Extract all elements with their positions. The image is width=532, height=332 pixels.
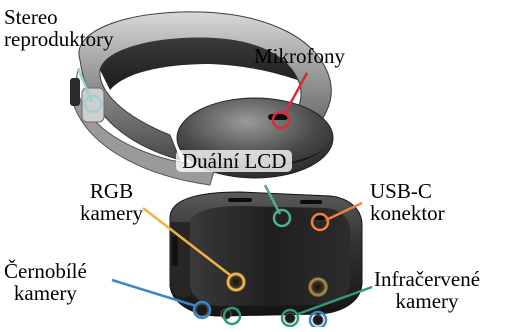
label-rgb-cameras: RGB kamery — [80, 180, 143, 224]
label-mono-line2: kamery — [4, 282, 87, 304]
visor-body — [170, 192, 362, 325]
label-usb-c-connector: USB-C konektor — [370, 180, 445, 224]
label-dual-lcd: Duální LCD — [176, 150, 292, 172]
label-stereo-speakers: Stereo reproduktory — [4, 6, 114, 50]
label-lcd-line1: Duální LCD — [182, 150, 286, 172]
rgb-camera-right-lens — [308, 277, 328, 297]
label-microphones: Mikrofony — [254, 45, 345, 67]
label-ir-line1: Infračervené — [374, 268, 480, 290]
label-usbc-line2: konektor — [370, 202, 445, 224]
label-stereo-line1: Stereo — [4, 6, 114, 28]
label-stereo-line2: reproduktory — [4, 28, 114, 50]
label-rgb-line1: RGB — [80, 180, 143, 202]
label-mic-line1: Mikrofony — [254, 45, 345, 67]
label-infrared-cameras: Infračervené kamery — [374, 268, 480, 312]
label-mono-line1: Černobílé — [4, 260, 87, 282]
label-usbc-line1: USB-C — [370, 180, 445, 202]
label-rgb-line2: kamery — [80, 202, 143, 224]
label-monochrome-cameras: Černobílé kamery — [4, 260, 87, 304]
label-ir-line2: kamery — [374, 290, 480, 312]
